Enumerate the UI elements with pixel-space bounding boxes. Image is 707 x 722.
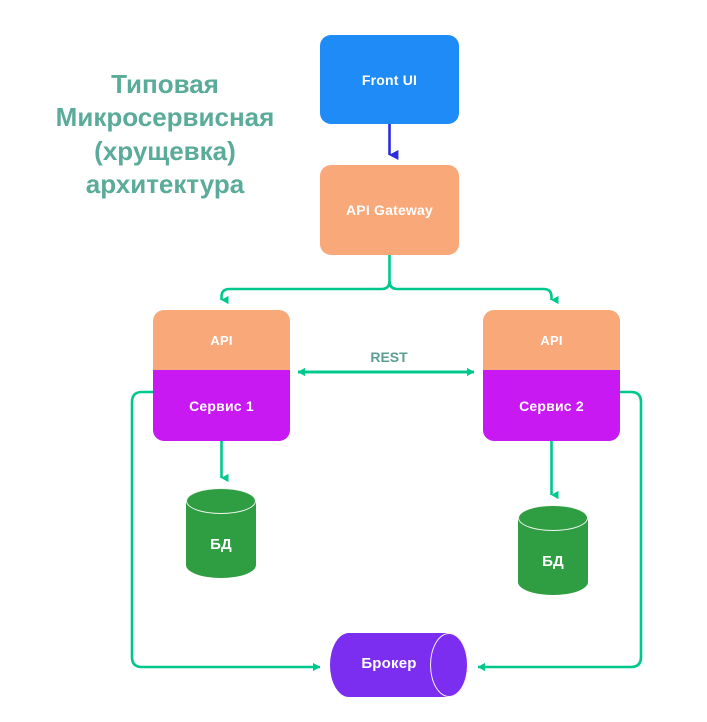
- cylinder-top-ellipse: [518, 505, 588, 531]
- node-service-1-api[interactable]: API: [153, 310, 290, 370]
- cylinder-bottom-ellipse: [518, 569, 588, 595]
- cylinder-bottom-ellipse: [186, 552, 256, 578]
- edge-gateway-to-service-2: [388, 280, 559, 305]
- edge-label-rest: REST: [370, 349, 408, 365]
- node-api-gateway[interactable]: API Gateway: [320, 165, 459, 255]
- node-service-2[interactable]: API Сервис 2: [483, 310, 620, 441]
- cylinder-left-ellipse: [330, 633, 368, 697]
- node-service-1[interactable]: API Сервис 1: [153, 310, 290, 441]
- node-database-2-label: БД: [542, 553, 564, 570]
- node-front-ui-label: Front UI: [361, 71, 418, 88]
- cylinder-right-ellipse: [430, 633, 468, 697]
- node-service-2-body[interactable]: Сервис 2: [483, 370, 620, 441]
- node-service-1-label: Сервис 1: [189, 397, 254, 414]
- node-service-2-api-label: API: [540, 332, 563, 348]
- node-service-2-label: Сервис 2: [519, 397, 584, 414]
- diagram-title: Типовая Микросервисная (хрущевка) архите…: [55, 69, 275, 199]
- node-database-1[interactable]: БД: [186, 488, 256, 578]
- edge-gateway-to-service-1: [220, 280, 391, 305]
- node-service-1-body[interactable]: Сервис 1: [153, 370, 290, 441]
- node-database-1-label: БД: [210, 536, 232, 553]
- node-service-1-api-label: API: [210, 332, 233, 348]
- node-database-2[interactable]: БД: [518, 505, 588, 595]
- node-broker-label: Брокер: [361, 655, 417, 672]
- node-front-ui[interactable]: Front UI: [320, 35, 459, 124]
- node-service-2-api[interactable]: API: [483, 310, 620, 370]
- node-broker[interactable]: Брокер: [330, 633, 468, 697]
- node-api-gateway-label: API Gateway: [345, 202, 433, 218]
- cylinder-top-ellipse: [186, 488, 256, 514]
